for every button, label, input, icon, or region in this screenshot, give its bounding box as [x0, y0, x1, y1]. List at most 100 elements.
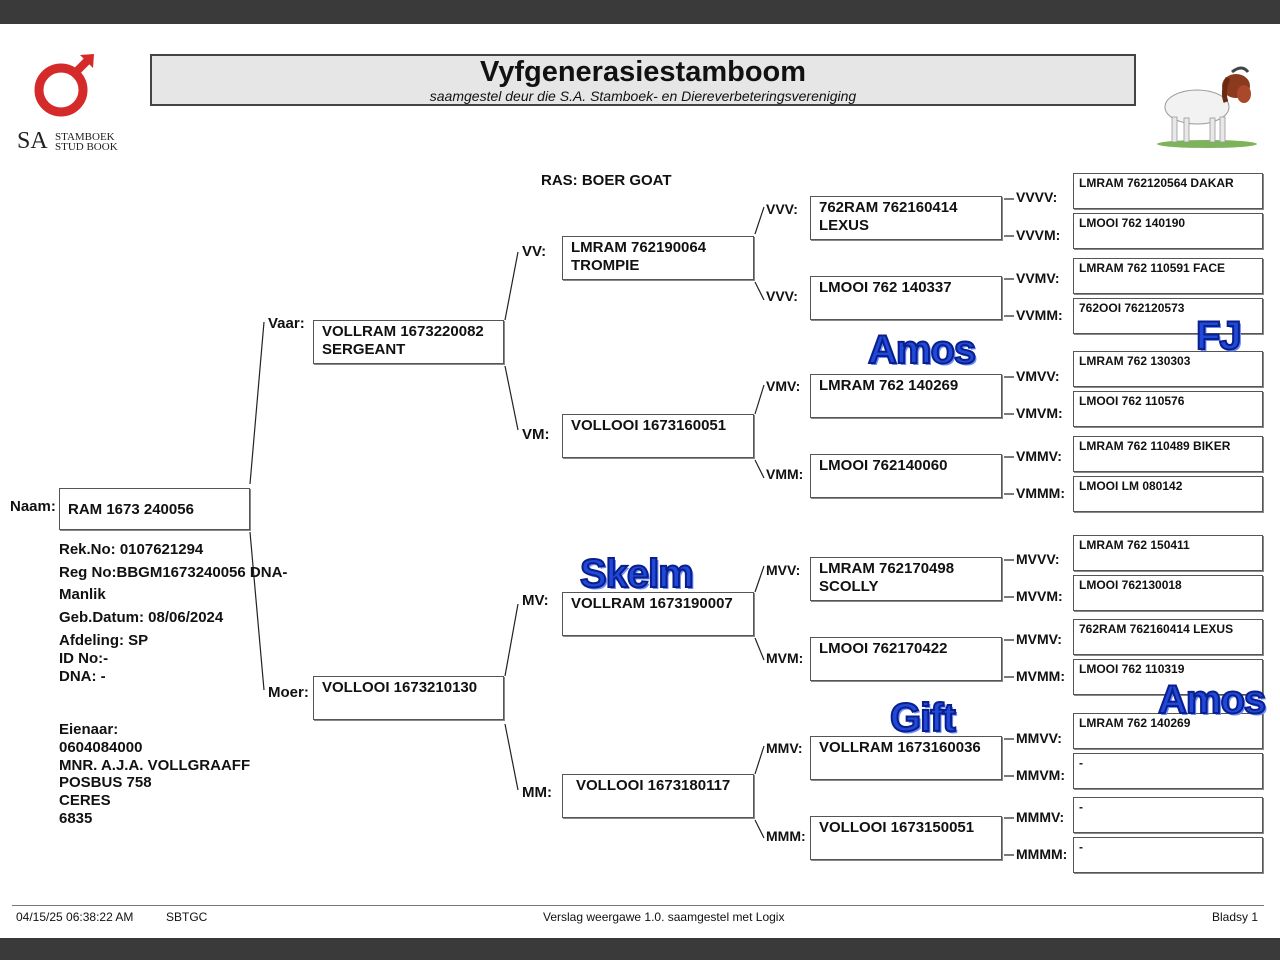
vvv-line2: LEXUS	[819, 217, 870, 234]
bottom-bar	[0, 938, 1280, 960]
footer-datetime: 04/15/25 06:38:22 AM	[16, 910, 134, 924]
gen4-label: VVMV:	[1016, 270, 1060, 286]
gen4-value: 762OOI 762120573	[1079, 301, 1185, 315]
gen4-label: MMMV:	[1016, 809, 1065, 825]
gen4-value: -	[1079, 756, 1083, 770]
gen4-label: MMVM:	[1016, 767, 1065, 783]
breed-label: RAS: BOER GOAT	[541, 172, 672, 189]
gen4-value: -	[1079, 800, 1083, 814]
sire-line2: SERGEANT	[322, 341, 406, 358]
rek-no: Rek.No: 0107621294	[59, 541, 204, 558]
gen4-label: VMMM:	[1016, 485, 1065, 501]
gen4-box: LMOOI LM 080142	[1073, 476, 1263, 512]
gen4-box: LMOOI 762130018	[1073, 575, 1263, 611]
page-title: Vyfgenerasiestamboom	[479, 56, 807, 88]
gen4-label: MMMM:	[1016, 846, 1068, 862]
goat-illustration	[1152, 62, 1262, 150]
owner-code: 6835	[59, 810, 93, 827]
gen4-value: LMRAM 762 150411	[1079, 538, 1190, 552]
gen4-value: 762RAM 762160414 LEXUS	[1079, 622, 1234, 636]
handwritten-fj: FJ	[1195, 313, 1243, 359]
logo-studbook-text: STUD BOOK	[55, 141, 118, 153]
gen4-label: VVMM:	[1016, 307, 1063, 323]
gen4-label: VVVV:	[1016, 189, 1058, 205]
mvv-box: LMRAM 762170498 SCOLLY	[810, 557, 1002, 601]
gen4-box: LMOOI 762 110319	[1073, 659, 1263, 695]
sire-box: VOLLRAM 1673220082 SERGEANT	[313, 320, 504, 364]
logo-stamboek-text: STAMBOEK	[55, 131, 115, 143]
owner-label: Eienaar:	[59, 721, 119, 738]
vv-box: LMRAM 762190064 TROMPIE	[562, 236, 754, 280]
mvm-line1: LMOOI 762170422	[819, 640, 948, 657]
subject-animal-name: RAM 1673 240056	[68, 501, 194, 518]
gen4-box: LMRAM 762 140269	[1073, 713, 1263, 749]
vv-line1: LMRAM 762190064	[571, 239, 707, 256]
gen4-label: VMVM:	[1016, 405, 1063, 421]
footer-divider	[12, 905, 1264, 906]
mvm-box: LMOOI 762170422	[810, 637, 1002, 681]
gen4-box: LMRAM 762 110591 FACE	[1073, 258, 1263, 294]
vm-label: VM:	[522, 426, 550, 443]
sire-line1: VOLLRAM 1673220082	[322, 323, 484, 340]
reg-no: Reg No:BBGM1673240056 DNA-	[59, 564, 288, 581]
gen4-label: VMMV:	[1016, 448, 1062, 464]
afdeling: Afdeling: SP	[59, 632, 149, 649]
mvv-line1: LMRAM 762170498	[819, 560, 955, 577]
logo-symbol-icon	[34, 54, 94, 117]
logo-sa-text: SA	[17, 128, 48, 154]
gen4-label: MVVM:	[1016, 588, 1063, 604]
top-bar	[0, 0, 1280, 24]
owner-town: CERES	[59, 792, 111, 809]
handwritten-gift: Gift	[889, 695, 957, 741]
birth-date: Geb.Datum: 08/06/2024	[59, 609, 224, 626]
mm-label: MM:	[522, 784, 552, 801]
footer-page: Bladsy 1	[1212, 910, 1259, 924]
vvm-box: LMOOI 762 140337	[810, 276, 1002, 320]
owner-box: POSBUS 758	[59, 774, 152, 791]
vmm-box: LMOOI 762140060	[810, 454, 1002, 498]
vvm-line1: LMOOI 762 140337	[819, 279, 952, 296]
mmm-line1: VOLLOOI 1673150051	[819, 819, 975, 836]
gen4-box: -	[1073, 837, 1263, 873]
gen4-box: LMRAM 762 110489 BIKER	[1073, 436, 1263, 472]
vvv-label: VVV:	[766, 201, 798, 217]
gen4-value: LMRAM 762 110591 FACE	[1079, 261, 1226, 275]
vmv-line1: LMRAM 762 140269	[819, 377, 959, 394]
gen4-value: LMRAM 762 140269	[1079, 716, 1191, 730]
gen4-box: LMRAM 762120564 DAKAR	[1073, 173, 1263, 209]
gen4-box: LMRAM 762 150411	[1073, 535, 1263, 571]
vmv-box: LMRAM 762 140269	[810, 374, 1002, 418]
subject-animal-box: RAM 1673 240056	[59, 488, 250, 530]
vaar-label: Vaar:	[268, 315, 305, 332]
owner-name: MNR. A.J.A. VOLLGRAAFF	[59, 757, 251, 774]
mvv-line2: SCOLLY	[819, 578, 879, 595]
gen4-value: LMOOI 762130018	[1079, 578, 1182, 592]
vvm-label: VVV:	[766, 288, 798, 304]
handwritten-amos-2: Amos	[1157, 677, 1267, 723]
owner-number: 0604084000	[59, 739, 143, 756]
vm-line1: VOLLOOI 1673160051	[571, 417, 727, 434]
footer-report: Verslag weergawe 1.0. saamgestel met Log…	[543, 910, 785, 924]
gen4-box: LMOOI 762 140190	[1073, 213, 1263, 249]
gen4-value: LMOOI LM 080142	[1079, 479, 1183, 493]
mm-box: VOLLOOI 1673180117	[562, 774, 754, 818]
naam-label: Naam:	[10, 498, 56, 515]
mmm-box: VOLLOOI 1673150051	[810, 816, 1002, 860]
mmv-label: MMV:	[766, 740, 803, 756]
gen4-label: MVMV:	[1016, 631, 1062, 647]
handwritten-skelm: Skelm	[579, 551, 695, 597]
gen4-value: LMRAM 762 130303	[1079, 354, 1191, 368]
page-subtitle: saamgestel deur die S.A. Stamboek- en Di…	[429, 88, 857, 104]
vmm-label: VMM:	[766, 466, 804, 482]
gen4-value: LMOOI 762 110576	[1079, 394, 1185, 408]
sa-studbook-logo: SA STAMBOEK STUD BOOK	[14, 50, 124, 158]
gen4-value: LMRAM 762 110489 BIKER	[1079, 439, 1231, 453]
gen4-box: 762RAM 762160414 LEXUS	[1073, 619, 1263, 655]
gen4-value: LMOOI 762 110319	[1079, 662, 1185, 676]
dam-box: VOLLOOI 1673210130	[313, 676, 504, 720]
moer-label: Moer:	[268, 684, 309, 701]
mv-line1: VOLLRAM 1673190007	[571, 595, 733, 612]
mvv-label: MVV:	[766, 562, 801, 578]
gen4-value: LMOOI 762 140190	[1079, 216, 1186, 230]
gen4-value: -	[1079, 840, 1083, 854]
